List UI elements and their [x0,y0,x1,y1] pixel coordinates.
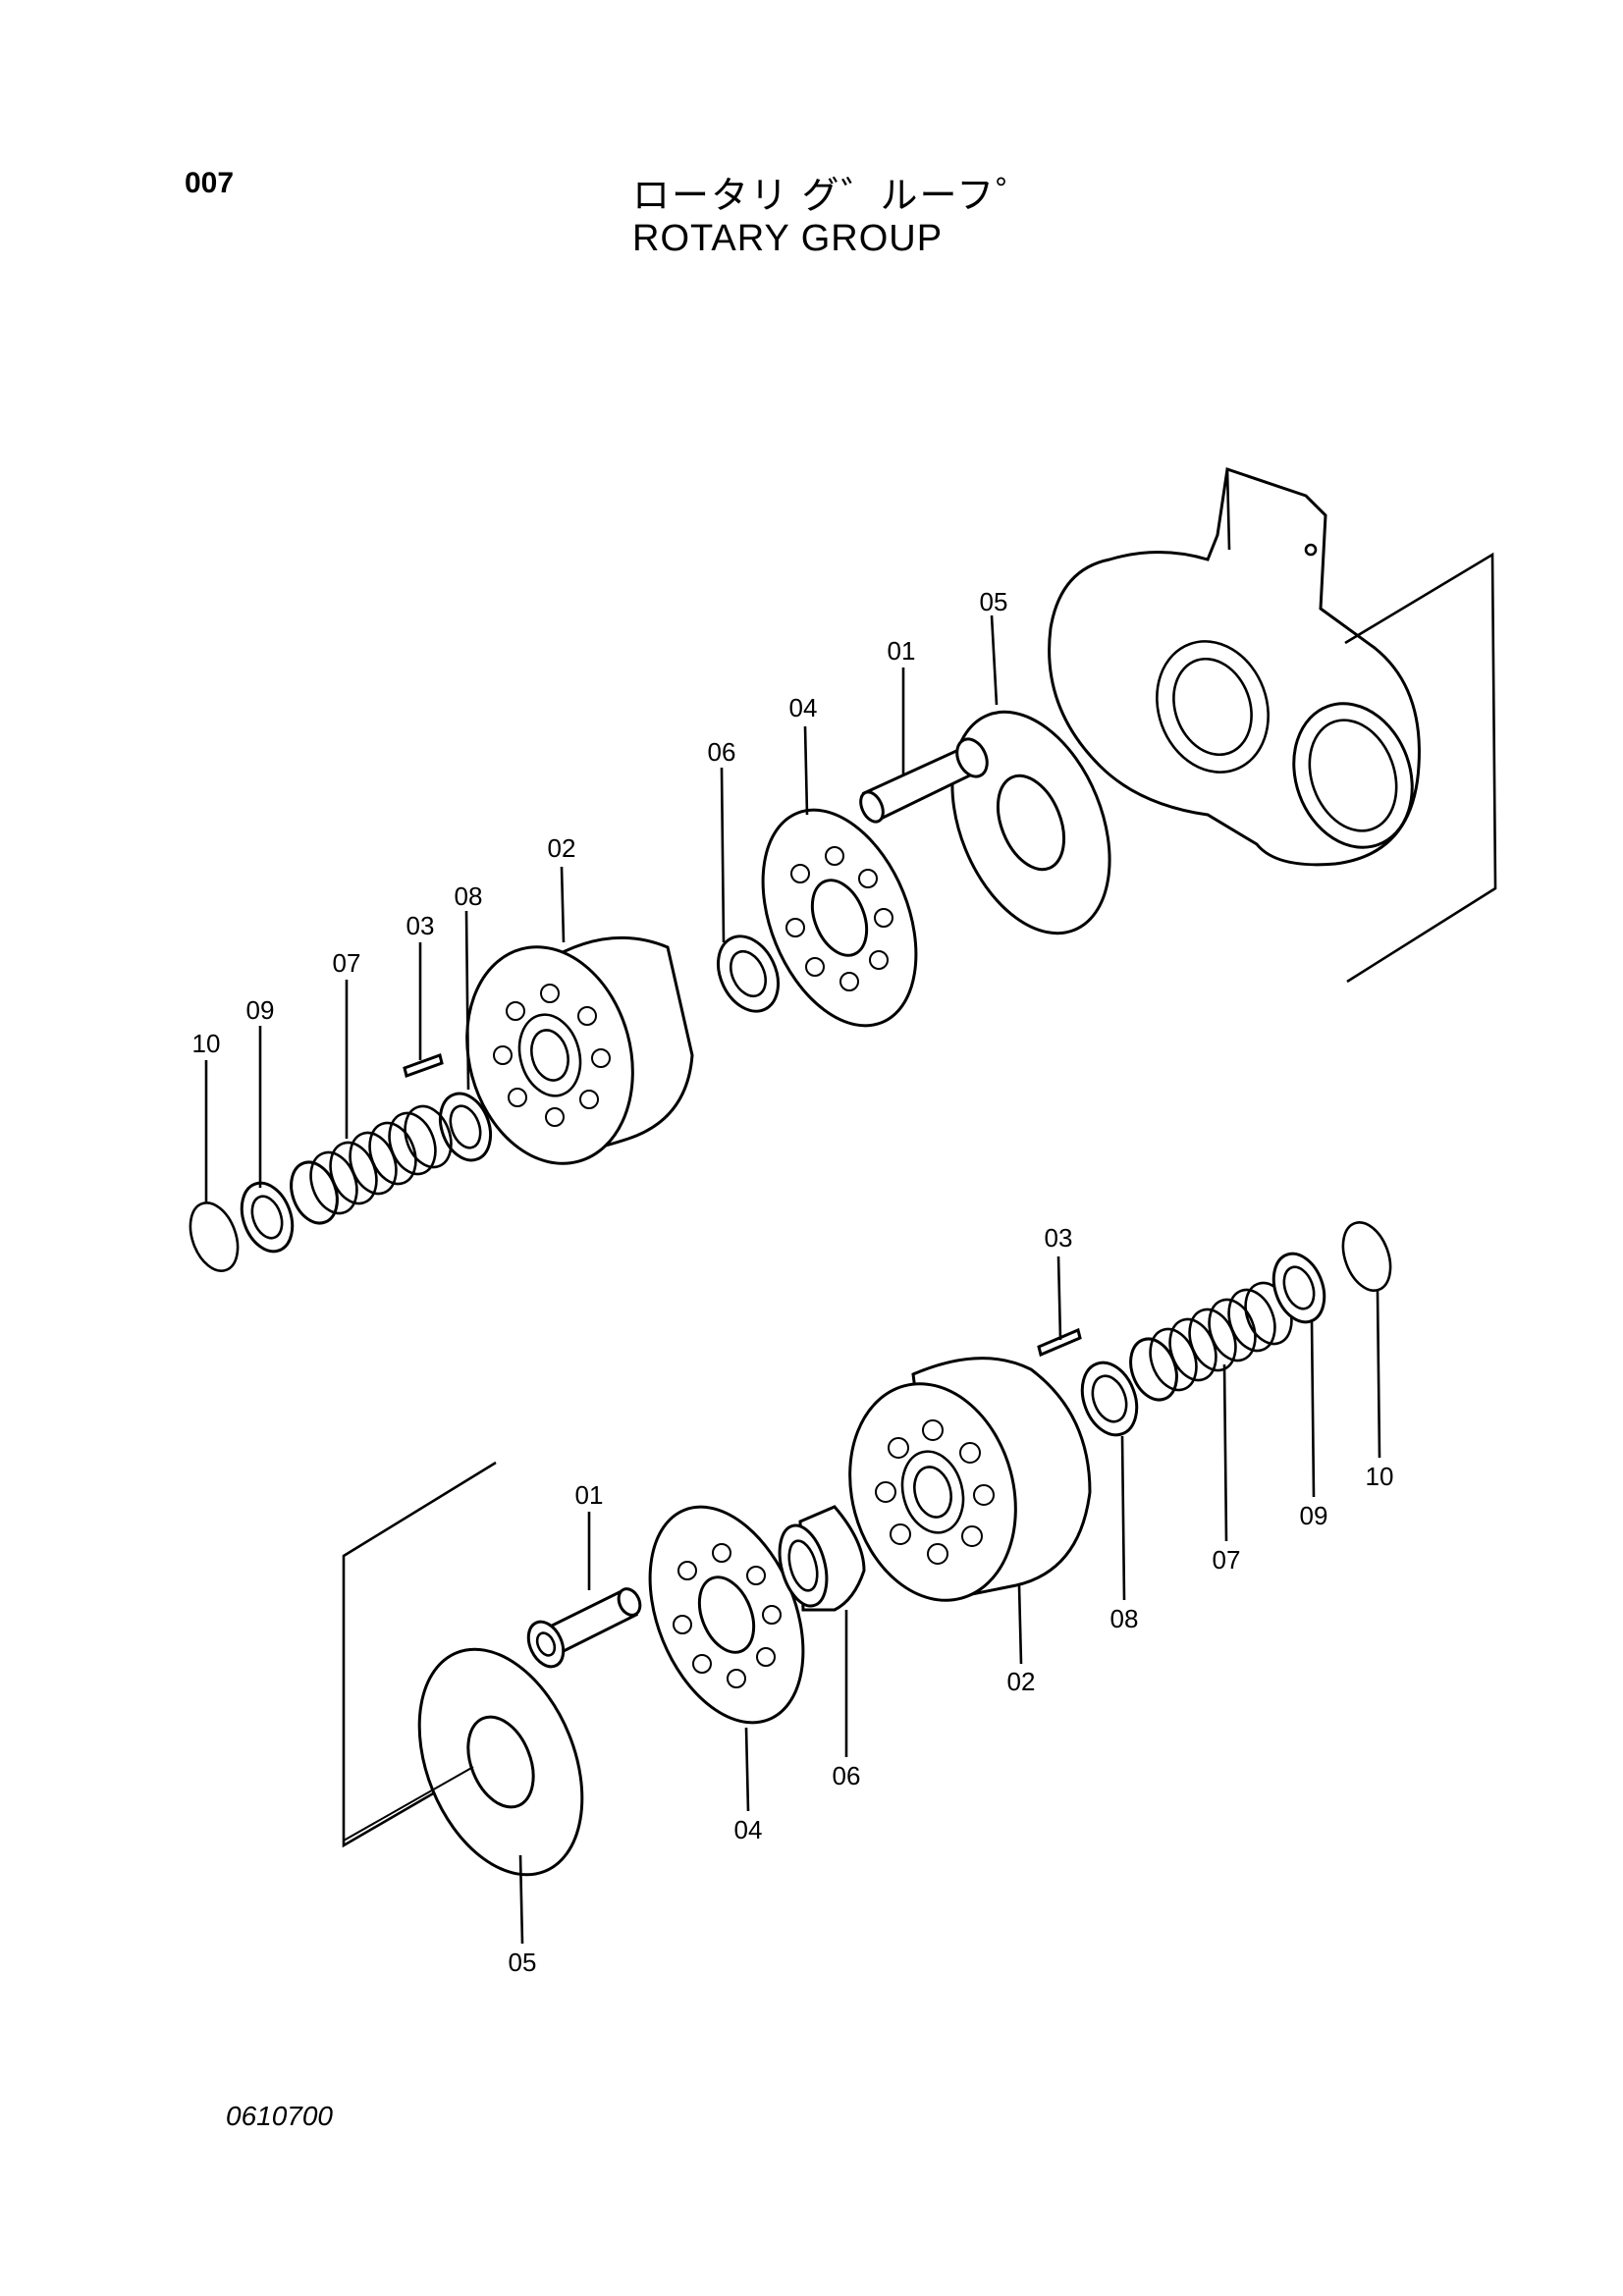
title-japanese: ロータリ グ゛ルーフ゜ [632,176,1036,217]
lower-label-04: 04 [734,1815,763,1844]
lower-leader-lines [518,1255,1381,1945]
title-english: ROTARY GROUP [632,218,944,259]
page-number: 007 [185,167,235,199]
lower-part-01-pin [526,1587,642,1669]
upper-part-02-cylinder-block [465,935,694,1165]
upper-label-09: 09 [246,995,275,1025]
upper-label-01: 01 [888,636,916,666]
upper-label-03: 03 [406,911,435,940]
upper-part-10-snap-ring [189,1201,240,1272]
document-code: 0610700 [226,2101,334,2131]
upper-callouts: 05 01 04 06 02 08 03 07 09 10 [192,587,1008,1058]
upper-label-07: 07 [333,948,361,978]
lower-part-05-plate [343,1647,584,1877]
lower-part-10-snap-ring [1341,1221,1392,1292]
lower-part-09-washer [1271,1252,1326,1324]
upper-part-01-pin [859,737,989,824]
upper-part-04-retainer [761,808,918,1028]
lower-part-06-bushing [778,1505,866,1612]
upper-bracket-line [1344,552,1497,984]
lower-part-07-spring [1129,1281,1293,1402]
upper-part-06-bushing [717,934,780,1013]
upper-label-06: 06 [708,737,736,767]
lower-label-02: 02 [1007,1667,1036,1696]
upper-label-08: 08 [455,881,483,911]
lower-label-07: 07 [1213,1545,1241,1575]
lower-part-03-key [1037,1327,1082,1358]
lower-label-09: 09 [1300,1501,1328,1530]
lower-callouts: 03 01 02 06 04 05 08 07 09 10 [509,1223,1394,1977]
lower-label-03: 03 [1045,1223,1073,1253]
upper-part-07-spring [290,1104,453,1225]
lower-label-10: 10 [1366,1462,1394,1491]
lower-label-01: 01 [575,1480,604,1510]
upper-leader-lines [204,614,999,1201]
lower-label-06: 06 [833,1761,861,1790]
lower-bracket-line [342,1461,497,1848]
upper-label-02: 02 [548,833,576,863]
lower-part-02-cylinder-block [848,1357,1092,1602]
upper-part-05-plate [950,710,1111,935]
upper-label-04: 04 [789,693,818,722]
lower-part-04-retainer [648,1505,805,1725]
lower-label-08: 08 [1110,1604,1139,1633]
upper-label-05: 05 [980,587,1008,616]
upper-housing [1048,467,1421,867]
upper-part-03-key [403,1053,444,1078]
lower-label-05: 05 [509,1948,537,1977]
upper-label-10: 10 [192,1029,221,1058]
